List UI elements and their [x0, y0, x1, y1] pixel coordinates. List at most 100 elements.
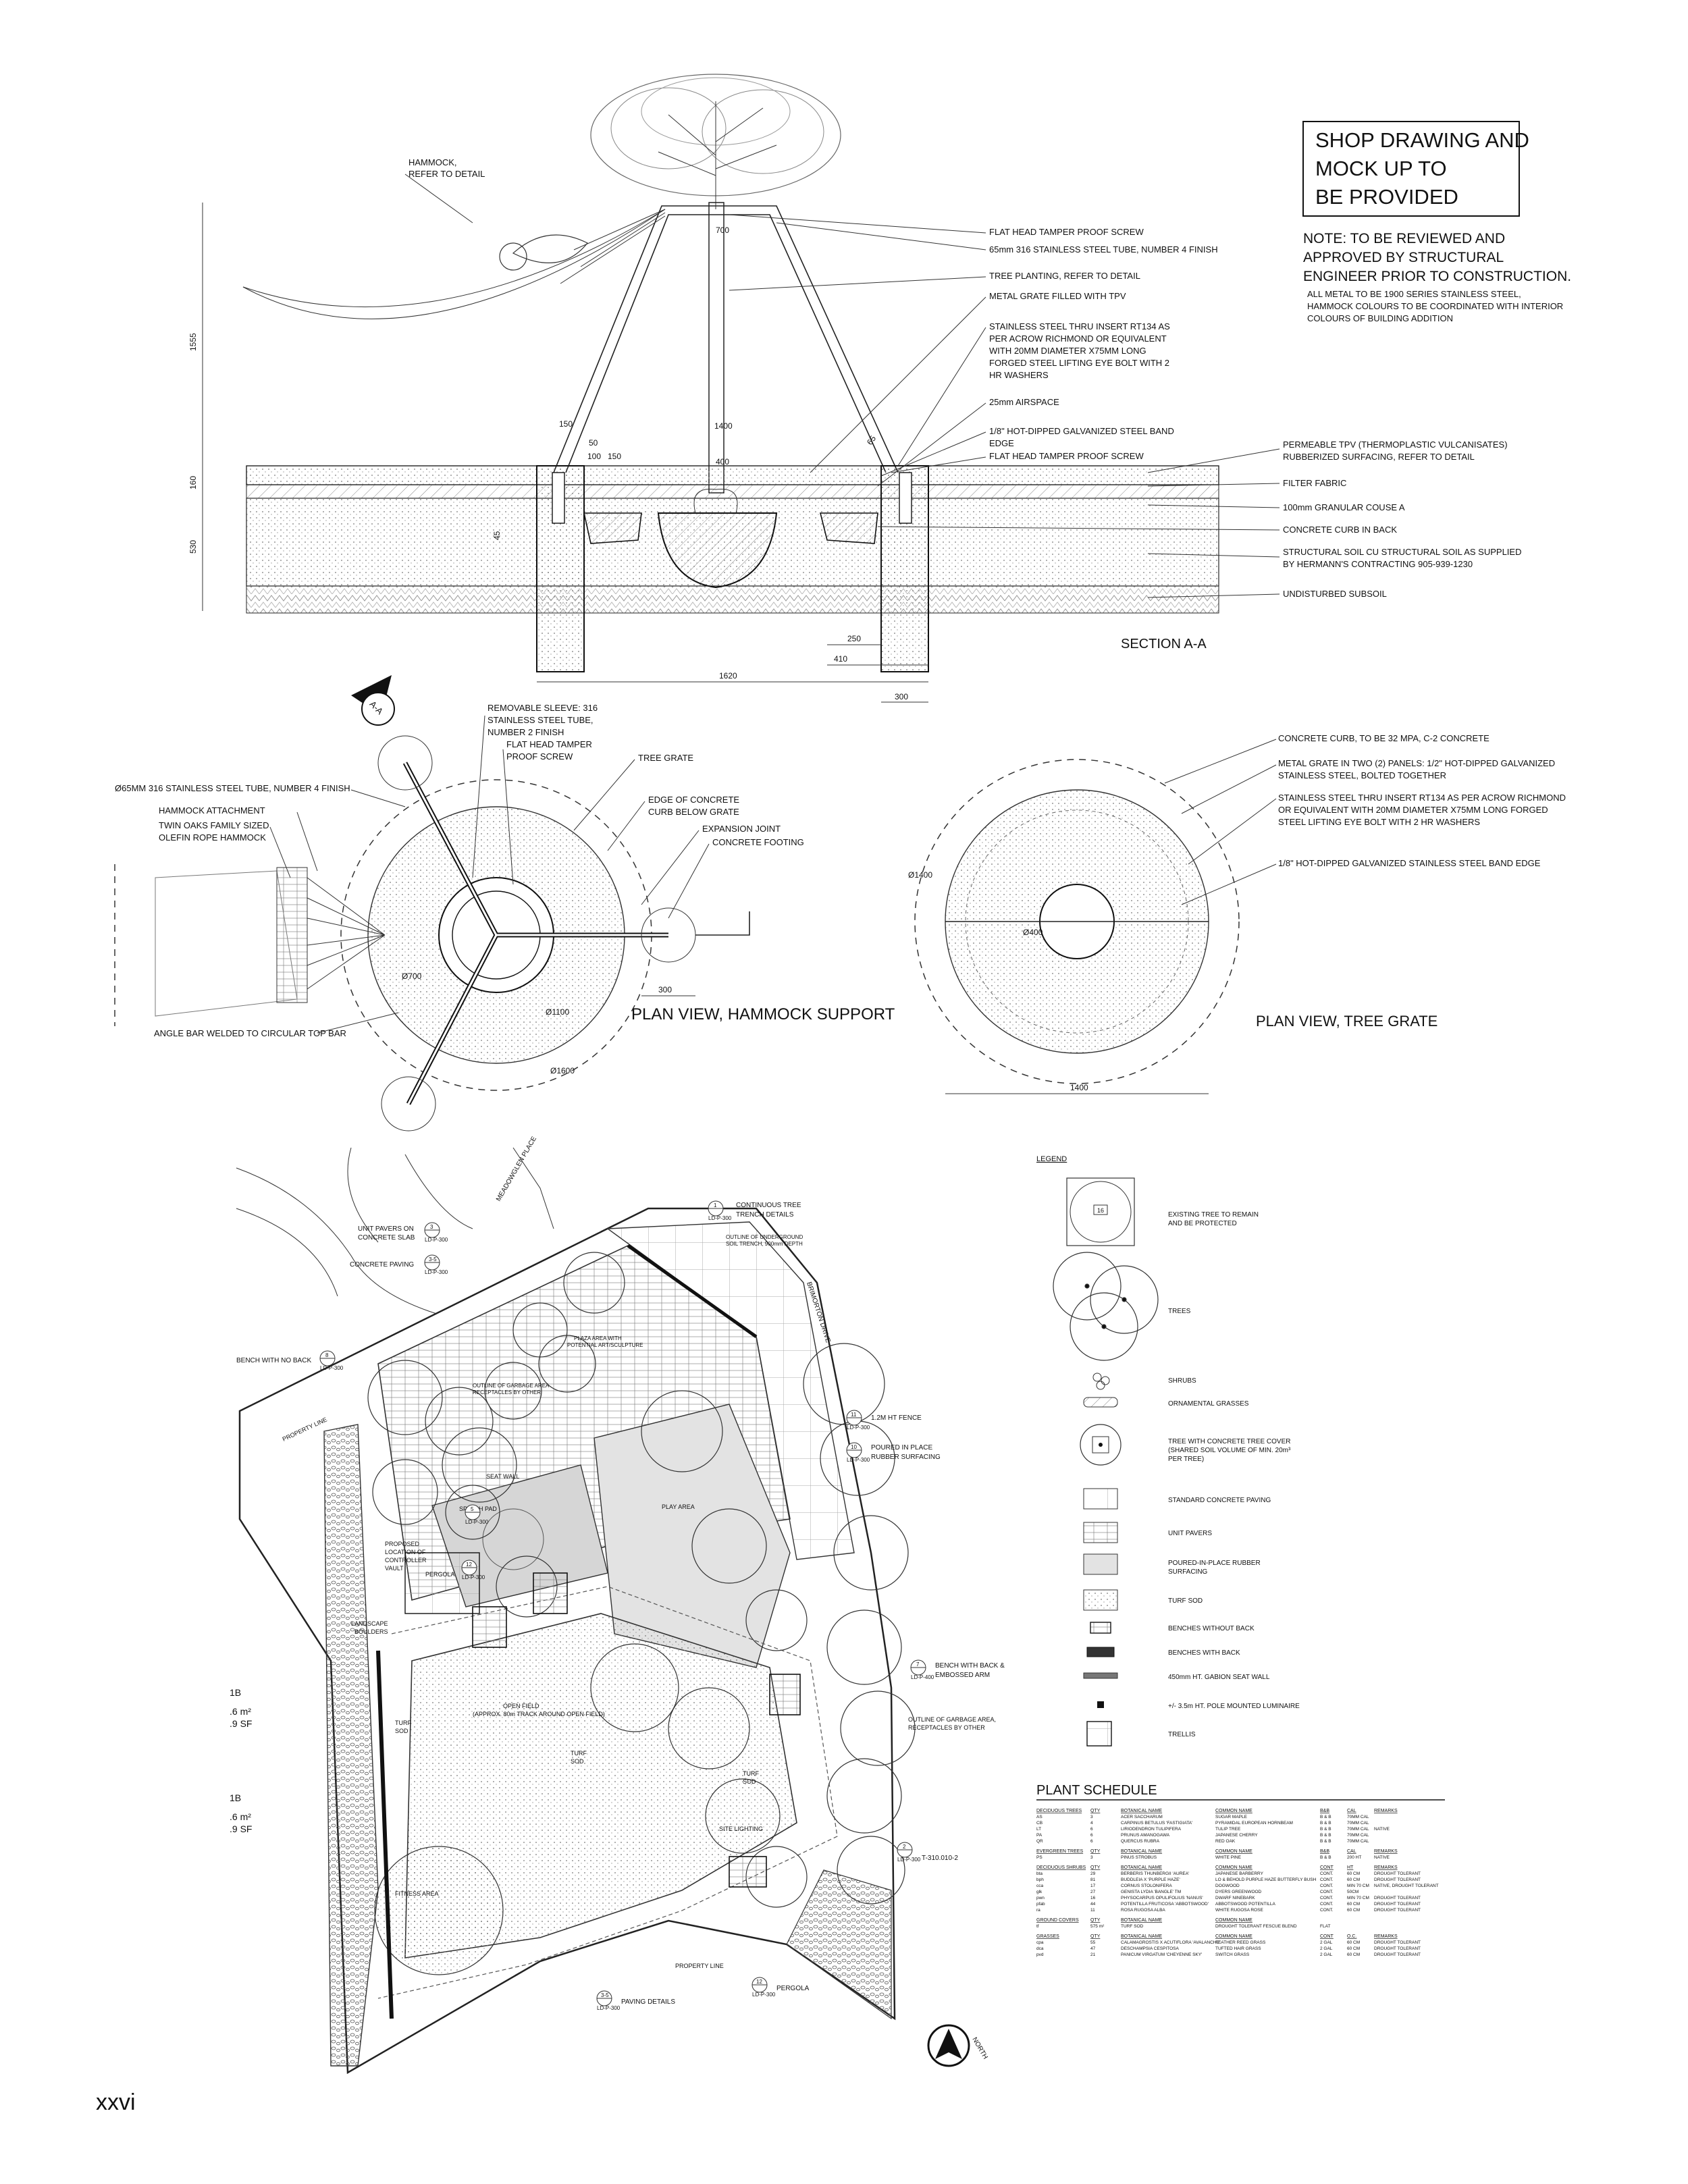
hammock-rc-1b: PROOF SCREW	[506, 751, 573, 762]
tag-ref-1: LD-P-300	[425, 1269, 448, 1275]
schedule-header-cell: BOTANICAL NAME	[1121, 1809, 1162, 1813]
legend-swatch-tree-cover	[1080, 1424, 1122, 1466]
schedule-cell: BUDDLEIA X 'PURPLE HAZE'	[1121, 1877, 1180, 1882]
lbl-bench-no-back: BENCH WITH NO BACK	[236, 1357, 311, 1364]
callout-r0-2: RUBBERIZED SURFACING, REFER TO DETAIL	[1283, 452, 1475, 462]
tag-ref-11: LD-P-300	[752, 1992, 776, 1998]
hammock-rope-icon	[114, 864, 386, 1026]
note-sub-2: HAMMOCK COLOURS TO BE COORDINATED WITH I…	[1307, 301, 1563, 311]
schedule-cell: 2 GAL	[1320, 1940, 1333, 1945]
schedule-cell: 3	[1090, 1815, 1093, 1819]
schedule-cell: bta	[1036, 1871, 1043, 1876]
note-line-3: ENGINEER PRIOR TO CONSTRUCTION.	[1303, 269, 1571, 284]
street-meadowglen: MEADOWGLEN PLACE	[495, 1135, 538, 1202]
tag-num-2: 8	[325, 1352, 329, 1358]
lbl-controller-4: VAULT	[385, 1565, 404, 1572]
schedule-cell: ACER SACCHARUM	[1121, 1815, 1163, 1819]
schedule-header-cell: CONT	[1320, 1934, 1334, 1939]
hammock-lc-2b: OLEFIN ROPE HAMMOCK	[159, 832, 266, 843]
schedule-cell: 575 m²	[1090, 1924, 1105, 1929]
schedule-cell: glk	[1036, 1890, 1043, 1894]
schedule-cell: TUFTED HAIR GRASS	[1215, 1946, 1261, 1951]
schedule-cell: 70MM CAL	[1347, 1833, 1369, 1838]
lbl-open-field-1: OPEN FIELD	[503, 1703, 539, 1709]
schedule-header-cell: QTY	[1090, 1849, 1101, 1854]
schedule-cell: DROUGHT TOLERANT	[1374, 1908, 1421, 1913]
schedule-cell: 200 HT	[1347, 1855, 1361, 1860]
dim-160: 160	[188, 476, 198, 489]
schedule-cell: DROUGHT TOLERANT	[1374, 1940, 1421, 1945]
schedule-cell: B & B	[1320, 1833, 1331, 1838]
legend: LEGEND 16 EXISTING TREE TO REMAIN AND BE…	[1036, 1155, 1300, 1747]
schedule-cell: CALAMAGROSTIS X ACUTIFLORA 'AVALANCHE'	[1121, 1940, 1220, 1945]
note-box-line-1: SHOP DRAWING AND	[1315, 128, 1529, 152]
schedule-cell: PA	[1036, 1833, 1043, 1838]
schedule-cell: CONT.	[1320, 1908, 1334, 1913]
schedule-cell: CONT.	[1320, 1884, 1334, 1888]
plant-schedule-title: PLANT SCHEDULE	[1036, 1783, 1157, 1798]
note-box-line-2: MOCK UP TO	[1315, 157, 1447, 180]
schedule-cell: DROUGHT TOLERANT FESCUE BLEND	[1215, 1924, 1297, 1929]
hammock-rc-1a: FLAT HEAD TAMPER	[506, 739, 592, 749]
grate-c0: CONCRETE CURB, TO BE 32 MPA, C-2 CONCRET…	[1278, 733, 1489, 743]
legend-item-4c: PER TREE)	[1168, 1456, 1204, 1463]
schedule-cell: 70MM CAL	[1347, 1827, 1369, 1832]
schedule-header-cell: B&B	[1320, 1809, 1329, 1813]
schedule-cell: 6	[1090, 1839, 1093, 1844]
tag-num-3: 1	[714, 1202, 717, 1208]
lbl-controller-1: PROPOSED	[385, 1541, 420, 1547]
grate-c2b: OR EQUIVALENT WITH 20MM DIAMETER X75MM L…	[1278, 805, 1548, 815]
schedule-cell: QUERCUS RUBRA	[1121, 1839, 1160, 1844]
tag-ref-0: LD-P-300	[425, 1237, 448, 1243]
schedule-cell: B & B	[1320, 1827, 1331, 1832]
schedule-header-cell: COMMON NAME	[1215, 1934, 1252, 1939]
schedule-cell: FEATHER REED GRASS	[1215, 1940, 1266, 1945]
lbl-continuous-tree-2: TRENCH DETAILS	[736, 1211, 794, 1219]
north-arrow-icon: NORTH	[927, 2024, 989, 2067]
legend-swatch-turf	[1083, 1589, 1118, 1611]
legend-title: LEGEND	[1036, 1155, 1067, 1163]
lbl-pergola: PERGOLA	[425, 1571, 455, 1578]
schedule-cell: CONT.	[1320, 1890, 1334, 1894]
legend-swatch-concrete	[1083, 1488, 1118, 1510]
schedule-cell: PINUS STROBUS	[1121, 1855, 1157, 1860]
tree-grate-plan: 1400 Ø1400 Ø400 PLAN VIEW, TREE GRATE CO…	[908, 733, 1566, 1094]
schedule-cell: 3	[1090, 1855, 1093, 1860]
schedule-cell: 2 GAL	[1320, 1946, 1333, 1951]
legend-swatch-trees	[1053, 1252, 1159, 1361]
hammock-lc-3: ANGLE BAR WELDED TO CIRCULAR TOP BAR	[154, 1028, 346, 1038]
schedule-header-cell: DECIDUOUS SHRUBS	[1036, 1865, 1086, 1870]
dim-700: 700	[716, 225, 729, 235]
schedule-header-cell: EVERGREEN TREES	[1036, 1849, 1083, 1854]
schedule-header-cell: QTY	[1090, 1918, 1101, 1923]
tag-num-11: 12	[756, 1979, 762, 1985]
schedule-cell: BERBERIS THUNBERGII 'AUREA'	[1121, 1871, 1189, 1876]
lbl-garbage2-2: RECEPTACLES BY OTHER	[908, 1724, 985, 1731]
schedule-cell: DROUGHT TOLERANT	[1374, 1902, 1421, 1907]
schedule-cell: PRUNUS AMANOGAWA	[1121, 1833, 1170, 1838]
grate-dim-400: Ø400	[1023, 928, 1043, 937]
legend-item-10: BENCHES WITH BACK	[1168, 1649, 1240, 1657]
schedule-cell: 60 CM	[1347, 1940, 1360, 1945]
schedule-cell: DWARF NINEBARK	[1215, 1896, 1255, 1900]
schedule-cell: CORNUS STOLONIFERA	[1121, 1884, 1172, 1888]
schedule-header-cell: COMMON NAME	[1215, 1865, 1252, 1870]
schedule-cell: DROUGHT TOLERANT	[1374, 1871, 1421, 1876]
dim-1600: Ø1600	[550, 1066, 575, 1075]
hammock-lc-2a: TWIN OAKS FAMILY SIZED	[159, 820, 269, 830]
schedule-cell: B & B	[1320, 1815, 1331, 1819]
schedule-cell: 70MM CAL	[1347, 1839, 1369, 1844]
dim-1555: 1555	[188, 333, 198, 351]
lbl-controller-2: LOCATION OF	[385, 1549, 426, 1555]
schedule-cell: 70MM CAL	[1347, 1821, 1369, 1826]
dim-300b: 300	[658, 985, 672, 994]
lbl-boulders-1: LANDSCAPE	[351, 1620, 388, 1627]
dim-1400: 1400	[714, 421, 733, 431]
lbl-garbage-1: OUTLINE OF GARBAGE AREA	[473, 1383, 550, 1389]
schedule-cell: cca	[1036, 1884, 1044, 1888]
schedule-cell: 16	[1090, 1896, 1096, 1900]
hammock-rc-2: TREE GRATE	[638, 753, 693, 763]
schedule-header-cell: O.C.	[1347, 1934, 1356, 1939]
schedule-header-cell: HT	[1347, 1865, 1354, 1870]
